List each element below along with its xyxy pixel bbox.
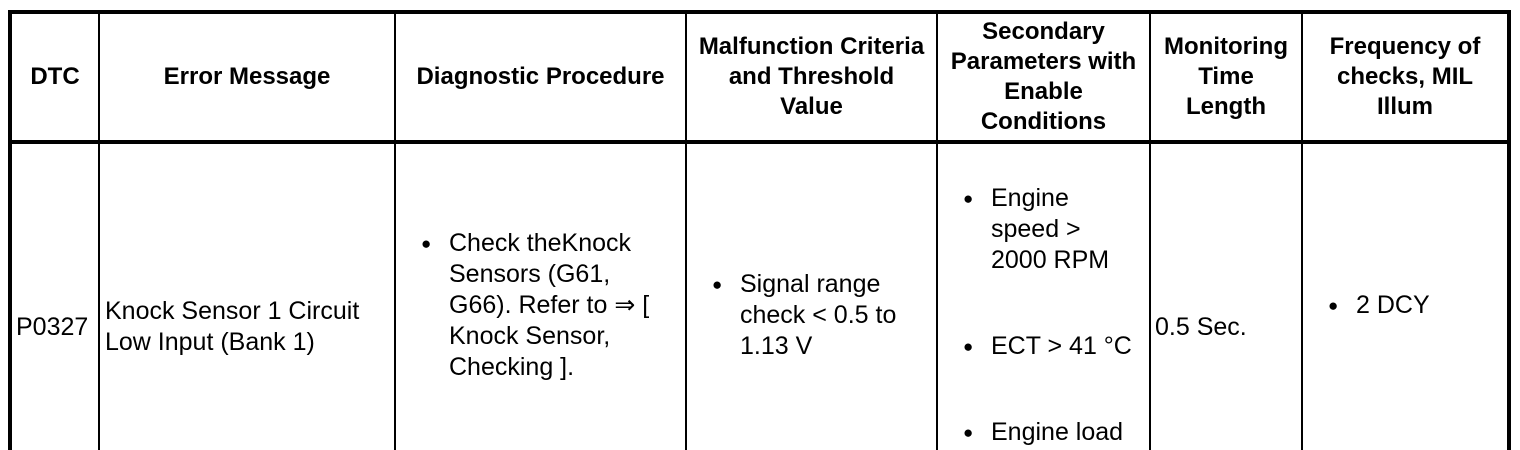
error-message-cell: Knock Sensor 1 Circuit Low Input (Bank 1… [98,141,396,450]
header-row: DTC Error Message Diagnostic Procedure M… [9,11,1510,144]
header-cell-malfunction-criteria: Malfunction Criteria and Threshold Value [685,11,938,144]
bullet-icon: ● [1328,295,1339,315]
ect-condition: ECT > 41 °C [991,332,1132,360]
bullet-icon: ● [421,233,432,253]
bullet-icon: ● [963,189,974,208]
frequency-of-checks-cell: ● 2 DCY [1301,141,1510,450]
header-cell-monitoring-time: Monitoring Time Length [1149,11,1303,144]
list-item: ● Signal range check < 0.5 to 1.13 V [688,269,935,362]
dtc-diagnostic-table: DTC Error Message Diagnostic Procedure M… [8,10,1511,450]
dtc-code-cell: P0327 [9,141,100,450]
bullet-icon: ● [963,423,974,442]
diagnostic-procedure-text: Check theKnock Sensors (G61, G66). Refer… [449,228,650,381]
list-item: ● Check theKnock Sensors (G61, G66). Ref… [397,228,684,383]
list-item: ● ECT > 41 °C [939,331,1148,362]
header-cell-frequency-of-checks: Frequency of checks, MIL Illum [1301,11,1510,144]
list-item: ● Engine speed > 2000 RPM [939,183,1148,276]
bullet-icon: ● [712,274,723,294]
table-row: P0327 Knock Sensor 1 Circuit Low Input (… [9,141,1510,450]
header-cell-secondary-parameters: Secondary Parameters with Enable Conditi… [936,11,1151,144]
header-cell-diagnostic-procedure: Diagnostic Procedure [394,11,687,144]
diagnostic-procedure-cell: ● Check theKnock Sensors (G61, G66). Ref… [394,141,687,450]
engine-speed-condition: Engine speed > 2000 RPM [991,184,1110,274]
header-cell-dtc: DTC [9,11,100,144]
bullet-icon: ● [963,337,974,356]
list-item: ● 2 DCY [1304,290,1507,321]
list-item: ● Engine load > 30% [939,417,1148,450]
secondary-parameters-cell: ● Engine speed > 2000 RPM ● ECT > 41 °C … [936,141,1151,450]
engine-load-condition: Engine load > 30% [991,418,1124,450]
monitoring-time-cell: 0.5 Sec. [1149,141,1303,450]
header-cell-error-message: Error Message [98,11,396,144]
malfunction-criteria-text: Signal range check < 0.5 to 1.13 V [740,269,897,360]
malfunction-criteria-cell: ● Signal range check < 0.5 to 1.13 V [685,141,938,450]
frequency-text: 2 DCY [1356,290,1430,319]
